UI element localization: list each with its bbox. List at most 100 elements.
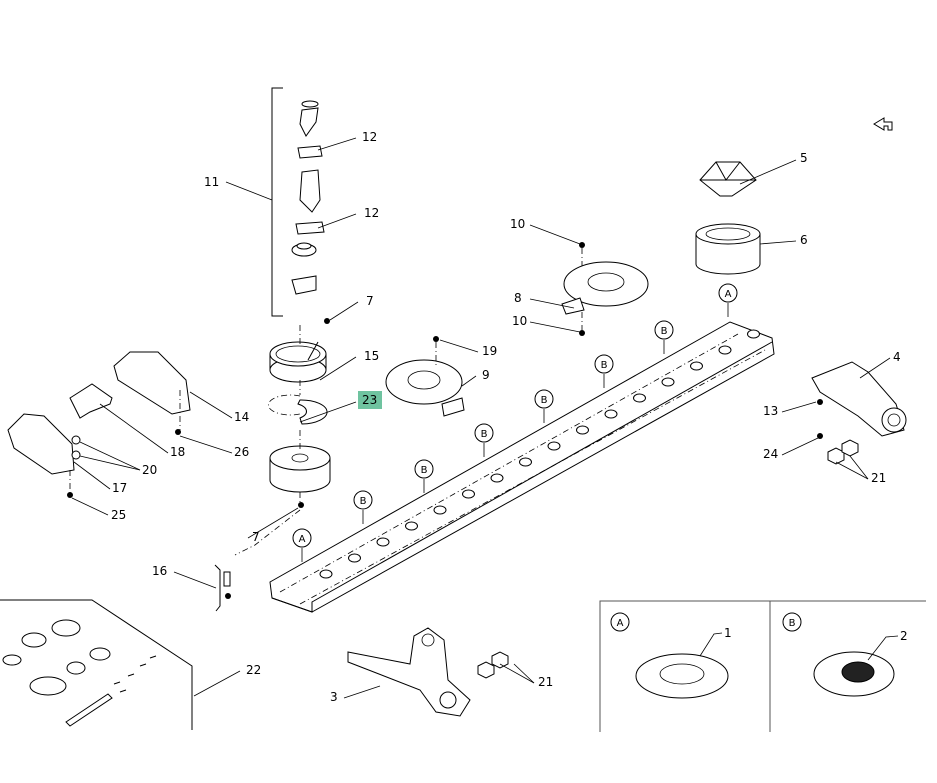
- section-marker: [292, 528, 312, 548]
- leader-line: [73, 461, 111, 490]
- callout-label[interactable]: 7: [252, 530, 260, 544]
- bearing-cup: [269, 445, 331, 508]
- drive-shaft-assembly: [271, 87, 330, 324]
- section-marker: [534, 389, 554, 409]
- bar-hub: [576, 425, 589, 435]
- callout-label[interactable]: 8: [514, 291, 522, 305]
- detail-marker: [610, 612, 630, 632]
- bar-hub: [747, 329, 760, 339]
- callout-label[interactable]: 14: [234, 410, 249, 424]
- callout-label[interactable]: 19: [482, 344, 497, 358]
- callout-label[interactable]: 23: [362, 393, 377, 407]
- callout-label[interactable]: 18: [170, 445, 185, 459]
- leader-line: [849, 455, 869, 480]
- callout-label[interactable]: 13: [763, 404, 778, 418]
- section-marker-label: B: [601, 360, 608, 371]
- leader-line: [739, 159, 797, 185]
- bar-hub: [433, 505, 447, 515]
- callout-label[interactable]: 20: [142, 463, 157, 477]
- callout-label[interactable]: 7: [366, 294, 374, 308]
- bar-hub: [405, 521, 418, 531]
- seal-kit: [0, 599, 193, 730]
- callout-label[interactable]: 22: [246, 663, 261, 677]
- section-marker-label: B: [661, 326, 668, 337]
- leader-line: [529, 224, 581, 245]
- leader-line: [759, 240, 797, 245]
- bar-hub: [490, 473, 504, 483]
- leader-line: [499, 663, 535, 684]
- return-arrow-icon[interactable]: [873, 117, 893, 131]
- spring-assembly: [214, 564, 231, 612]
- callout-label[interactable]: 24: [763, 447, 778, 461]
- bar-hub: [547, 441, 561, 451]
- callout-label[interactable]: 21: [538, 675, 553, 689]
- bracket-right: [811, 361, 907, 465]
- leader-line: [781, 401, 817, 413]
- section-marker-label: A: [299, 534, 306, 545]
- retaining-ring: [268, 394, 328, 425]
- bar-hub: [718, 345, 732, 355]
- bar-hub: [604, 409, 618, 419]
- section-marker: [654, 320, 674, 340]
- bar-hub: [462, 489, 475, 499]
- leader-line: [461, 375, 477, 387]
- callout-label[interactable]: 10: [510, 217, 525, 231]
- detail-callout[interactable]: 2: [900, 629, 908, 643]
- leader-line: [179, 435, 233, 454]
- callout-label[interactable]: 6: [800, 233, 808, 247]
- leader-line: [225, 181, 273, 201]
- bar-hub: [519, 457, 532, 467]
- callout-label[interactable]: 26: [234, 445, 249, 459]
- section-marker-label: B: [541, 395, 548, 406]
- callout-label[interactable]: 17: [112, 481, 127, 495]
- section-marker: [718, 283, 738, 303]
- bracket-left: [347, 627, 509, 717]
- cutting-disc-a: [561, 242, 649, 336]
- section-marker: [414, 459, 434, 479]
- callout-label[interactable]: 5: [800, 151, 808, 165]
- callout-label[interactable]: 12: [362, 130, 377, 144]
- section-marker: [353, 490, 373, 510]
- section-marker-label: B: [421, 465, 428, 476]
- section-marker: [474, 423, 494, 443]
- leader-line: [189, 391, 233, 419]
- detail-marker: [782, 612, 802, 632]
- section-marker-label: B: [481, 429, 488, 440]
- callout-label[interactable]: 3: [330, 690, 338, 704]
- callout-label[interactable]: 11: [204, 175, 219, 189]
- detail-marker-label: B: [789, 618, 796, 629]
- bar-hub: [376, 537, 390, 547]
- shield-parts: [7, 351, 191, 498]
- leader-line: [71, 497, 109, 516]
- bar-hub: [319, 569, 333, 579]
- callout-label[interactable]: 4: [893, 350, 901, 364]
- bearing-housing: [269, 341, 327, 383]
- leader-line: [781, 437, 819, 456]
- callout-label[interactable]: 16: [152, 564, 167, 578]
- bar-hub: [690, 361, 703, 371]
- section-marker-label: B: [360, 496, 367, 507]
- bar-hub: [633, 393, 646, 403]
- leader-line: [317, 213, 357, 229]
- leader-line: [529, 321, 581, 333]
- cap-and-drum: [695, 161, 761, 275]
- leader-line: [173, 571, 217, 589]
- leader-line: [193, 670, 241, 697]
- callout-label[interactable]: 10: [512, 314, 527, 328]
- leader-line: [247, 507, 299, 539]
- callout-label[interactable]: 21: [871, 471, 886, 485]
- callout-label[interactable]: 9: [482, 368, 490, 382]
- section-marker-label: A: [725, 289, 732, 300]
- leader-line: [299, 401, 357, 423]
- callout-label[interactable]: 12: [364, 206, 379, 220]
- leader-line: [319, 356, 357, 381]
- detail-callout[interactable]: 1: [724, 626, 732, 640]
- detail-panels: [599, 600, 926, 732]
- callout-label[interactable]: 15: [364, 349, 379, 363]
- leader-line: [343, 685, 381, 699]
- leader-line: [79, 441, 141, 471]
- callout-label[interactable]: 25: [111, 508, 126, 522]
- leader-line: [859, 357, 891, 379]
- cutting-disc-b: [385, 336, 465, 417]
